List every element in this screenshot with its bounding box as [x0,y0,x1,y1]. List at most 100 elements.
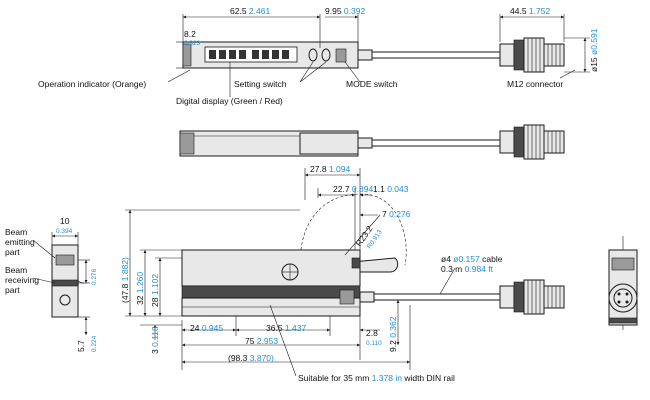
svg-text:7 0.276: 7 0.276 [382,209,411,219]
dim-w7-mm: 7 [382,209,387,219]
left-end-view: 10 0.394 7 0.276 5.7 0.224 Beam emitting… [5,216,98,352]
svg-text:1.1 0.043: 1.1 0.043 [373,184,409,194]
svg-text:62.5 2.461: 62.5 2.461 [230,6,270,16]
dim-s7-mm: 7 [76,280,86,285]
dim-s57-in: 0.224 [91,335,98,352]
side-view [179,124,565,160]
cover-lever [351,257,399,273]
dim-top-h-in: 0.323 [184,40,201,47]
dim-w22-mm: 22.7 [333,184,350,194]
svg-text:ø15 ø0.591: ø15 ø0.591 [589,28,599,72]
svg-text:3 0.118: 3 0.118 [150,326,160,354]
dim-s10-mm: 10 [60,216,70,226]
dim-w27-mm: 27.8 [310,164,327,174]
cable-boot-top [357,49,373,61]
m12-connector-side [499,124,565,160]
dim-b28-mm: 2.8 [366,328,378,338]
m12-pin-face [608,283,638,313]
dim-top-h-mm: 8.2 [184,29,196,39]
label-beam-receiving-1: Beam [5,265,27,275]
svg-text:0.3 m 0.984 ft: 0.3 m 0.984 ft [441,264,494,274]
dim-conn-len-in: 1.752 [529,6,551,16]
top-view: 62.5 2.461 9.95 0.392 44.5 1.752 ø15 ø0.… [38,6,599,106]
svg-text:Suitable for 35 mm 1.378 in wi: Suitable for 35 mm 1.378 in width DIN ra… [298,373,455,383]
dim-b98-in: 3.870) [250,353,274,363]
dim-w1-in: 0.043 [387,184,409,194]
amplifier-end-left [182,43,192,67]
dim-w27-in: 1.094 [329,164,351,174]
dim-b92-in: 0.362 [388,316,398,338]
mode-switch-top [335,48,347,63]
cable-spec-line1-pre: ø4 [441,254,453,264]
dim-conn-len-mm: 44.5 [510,6,527,16]
label-m12-connector: M12 connector [507,79,563,89]
label-setting-switch: Setting switch [234,79,287,89]
dim-top-gap-in: 0.392 [344,6,366,16]
dim-w1-mm: 1.1 [373,184,385,194]
dim-s10-in: 0.394 [56,228,73,235]
din-rail-post: width DIN rail [402,373,455,383]
m12-connector-top [499,37,565,73]
dim-h32-mm: 32 [135,295,145,305]
dim-h3-mm: 3 [150,349,160,354]
dim-b36-in: 1.437 [285,323,307,333]
dim-b75-in: 2.953 [257,336,279,346]
svg-text:9.2 0.362: 9.2 0.362 [388,316,398,352]
dim-w22-in: 0.894 [352,184,374,194]
dim-top-len-mm: 62.5 [230,6,247,16]
dim-h28-in: 1.102 [150,274,160,296]
svg-text:28 1.102: 28 1.102 [150,274,160,307]
cable-spec-line1-in: ø0.157 [453,254,480,264]
cable-spec-line1-post: cable [480,254,503,264]
front-view: 27.8 1.094 22.7 0.894 1.1 0.043 7 0.276 … [120,164,565,383]
dim-b75-mm: 75 [245,336,255,346]
dim-conn-dia-in: ø0.591 [589,28,599,55]
svg-text:36.5 1.437: 36.5 1.437 [266,323,306,333]
dim-h28-mm: 28 [150,297,160,307]
dim-b24-in: 0.945 [202,323,224,333]
cable-boot-side [357,137,373,149]
label-digital-display: Digital display (Green / Red) [176,96,283,106]
setting-switch-1 [308,48,318,62]
label-beam-emitting-1: Beam [5,227,27,237]
din-rail-pre: Suitable for 35 mm [298,373,372,383]
label-beam-receiving-2: receiving [5,275,39,285]
svg-text:22.7 0.894: 22.7 0.894 [333,184,373,194]
dim-h3-in: 0.118 [150,326,160,347]
svg-text:9.95 0.392: 9.95 0.392 [325,6,365,16]
dim-w7-in: 0.276 [389,209,411,219]
dim-b36-mm: 36.5 [266,323,283,333]
m12-connector-front [499,279,565,315]
svg-text:(47.8 1.882): (47.8 1.882) [120,257,130,303]
dim-h47-mm: (47.8 [120,283,130,303]
dim-b28-in: 0.110 [366,340,382,347]
svg-text:44.5 1.752: 44.5 1.752 [510,6,550,16]
dim-top-len-in: 2.461 [249,6,271,16]
label-beam-emitting-3: part [5,247,20,257]
label-operation-indicator: Operation indicator (Orange) [38,79,146,89]
svg-text:(98.3 3.870): (98.3 3.870) [228,353,274,363]
dim-h32-in: 1.260 [135,272,145,294]
amplifier-body-front [181,249,361,287]
dim-b24-mm: 24 [190,323,200,333]
dim-s57-mm: 5.7 [76,340,86,352]
right-end-view [608,236,638,330]
cable-spec-line2-pre: 0.3 m [441,264,465,274]
dim-top-gap-mm: 9.95 [325,6,342,16]
din-rail-clip [181,285,361,299]
svg-text:ø4 ø0.157 cable: ø4 ø0.157 cable [441,254,503,264]
dim-s7-in: 0.276 [91,268,98,285]
cable-spec-line2-in: 0.984 ft [465,264,494,274]
dim-b98-mm: (98.3 [228,353,248,363]
din-rail-in: 1.378 in [372,373,403,383]
svg-text:24 0.945: 24 0.945 [190,323,223,333]
svg-text:32 1.260: 32 1.260 [135,272,145,305]
svg-text:75 2.953: 75 2.953 [245,336,278,346]
label-beam-receiving-3: part [5,285,20,295]
setting-switch-2 [321,48,331,62]
dim-b92-mm: 9.2 [388,340,398,352]
svg-text:27.8 1.094: 27.8 1.094 [310,164,350,174]
label-beam-emitting-2: emitting [5,237,35,247]
display-digits [209,50,289,59]
